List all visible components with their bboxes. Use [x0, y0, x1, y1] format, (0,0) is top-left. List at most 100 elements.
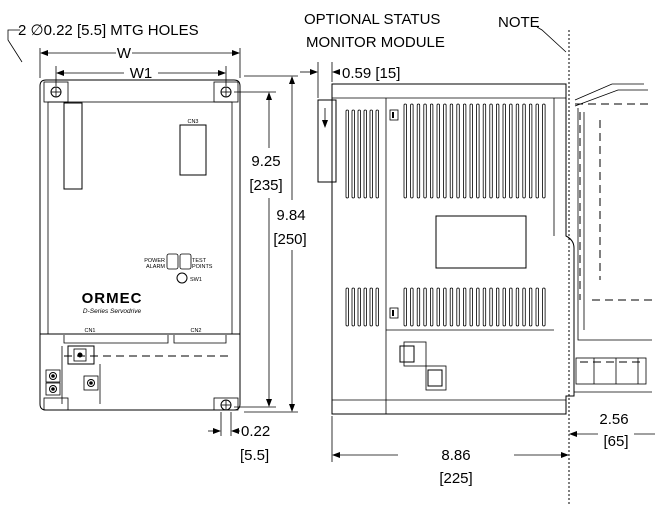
vent-slot	[443, 287, 447, 327]
vent-slot	[429, 287, 434, 327]
vent-slot	[476, 287, 480, 327]
vent-slot	[436, 287, 440, 327]
vent-slot	[462, 103, 467, 199]
side-view	[317, 83, 575, 415]
clearance-region	[568, 30, 652, 506]
dim-hole-in: 0.22	[241, 423, 270, 440]
vent-slot	[375, 287, 379, 327]
vent-slot	[495, 103, 500, 199]
cn3-window	[179, 124, 207, 176]
dim-clearance-mm: [65]	[603, 433, 628, 450]
power-led	[166, 253, 179, 270]
vent-slot	[403, 103, 407, 199]
vent-slot	[375, 109, 379, 199]
cn1-connector	[63, 335, 169, 344]
status-module-line2: MONITOR MODULE	[306, 34, 445, 51]
note-callout: NOTE	[498, 14, 540, 31]
vent-slot	[423, 287, 427, 327]
vent-slot	[416, 287, 421, 327]
vent-slot	[369, 109, 373, 199]
vent-slot	[469, 287, 473, 327]
vent-slot	[345, 287, 349, 327]
dim-height-inner-in: 9.25	[251, 153, 280, 170]
vent-slot	[357, 287, 361, 327]
dim-hole-mm: [5.5]	[240, 447, 269, 464]
vent-slot	[443, 103, 447, 199]
vent-slot	[482, 287, 487, 327]
vent-slot	[449, 103, 454, 199]
vent-slot	[469, 103, 473, 199]
dim-w: W	[117, 45, 132, 62]
vent-slot	[363, 287, 367, 327]
power-label: POWER	[144, 258, 165, 264]
vent-slot	[456, 287, 460, 327]
vent-slot	[351, 287, 355, 327]
sw1-label: SW1	[190, 277, 202, 283]
cn2-connector	[173, 335, 227, 344]
vent-slot	[515, 287, 520, 327]
vent-slot	[456, 103, 460, 199]
cn3-label: CN3	[187, 119, 198, 125]
cn2-label: CN2	[190, 328, 201, 334]
left-window	[63, 102, 83, 190]
alarm-label: ALARM	[146, 264, 165, 270]
side-label-plate	[435, 215, 527, 269]
vent-slot	[369, 287, 373, 327]
vent-slot	[502, 103, 506, 199]
test-label: TEST	[192, 258, 207, 264]
sw1-switch	[176, 272, 188, 284]
vent-slot	[542, 103, 546, 199]
vent-slot	[509, 103, 513, 199]
vent-slot	[351, 109, 355, 199]
vent-slot	[357, 109, 361, 199]
test-points	[179, 253, 192, 270]
dim-module-offset: 0.59 [15]	[342, 65, 400, 82]
vent-slot	[429, 103, 434, 199]
vent-slot	[423, 103, 427, 199]
vent-slot	[542, 287, 546, 327]
vent-slot	[416, 103, 421, 199]
vent-slots	[345, 103, 546, 327]
vent-slot	[436, 103, 440, 199]
mtg-holes-callout: 2 ∅0.22 [5.5] MTG HOLES	[18, 22, 199, 39]
vent-slot	[363, 109, 367, 199]
vent-slot	[495, 287, 500, 327]
vent-slot	[476, 103, 480, 199]
dim-depth-in: 8.86	[441, 447, 470, 464]
vent-slot	[529, 287, 533, 327]
brand-logo: ORMEC	[82, 290, 143, 307]
vent-slot	[515, 103, 520, 199]
vent-slot	[522, 287, 526, 327]
vent-slot	[410, 103, 414, 199]
dim-depth-mm: [225]	[439, 470, 472, 487]
front-view: CN3 POWER ALARM TEST POINTS SW1 ORMEC D-…	[39, 79, 241, 411]
points-label: POINTS	[192, 264, 213, 270]
vent-slot	[489, 103, 493, 199]
drive-front-outline	[39, 79, 241, 411]
status-module-line1: OPTIONAL STATUS	[304, 11, 440, 28]
vent-slot	[522, 103, 526, 199]
dim-height-outer-mm: [250]	[273, 231, 306, 248]
vent-slot	[529, 103, 533, 199]
dim-clearance-in: 2.56	[599, 411, 628, 428]
dim-height-outer-in: 9.84	[276, 207, 305, 224]
vent-slot	[462, 287, 467, 327]
status-monitor-module	[317, 99, 337, 183]
vent-slot	[489, 287, 493, 327]
vent-slot	[345, 109, 349, 199]
dim-height-inner-mm: [235]	[249, 177, 282, 194]
vent-slot	[482, 103, 487, 199]
vent-slot	[410, 287, 414, 327]
vent-slot	[509, 287, 513, 327]
dim-w1: W1	[130, 65, 153, 82]
vent-slot	[403, 287, 407, 327]
series-label: D-Series Servodrive	[83, 308, 142, 315]
vent-slot	[535, 103, 539, 199]
front-dimensions: 2 ∅0.22 [5.5] MTG HOLES W W1 9.25 [235]	[7, 22, 307, 464]
side-dimensions: OPTIONAL STATUS MONITOR MODULE NOTE 0.59…	[300, 11, 655, 487]
vent-slot	[535, 287, 539, 327]
drive-side-outline	[331, 83, 575, 415]
cn1-label: CN1	[84, 328, 95, 334]
vent-slot	[502, 287, 506, 327]
